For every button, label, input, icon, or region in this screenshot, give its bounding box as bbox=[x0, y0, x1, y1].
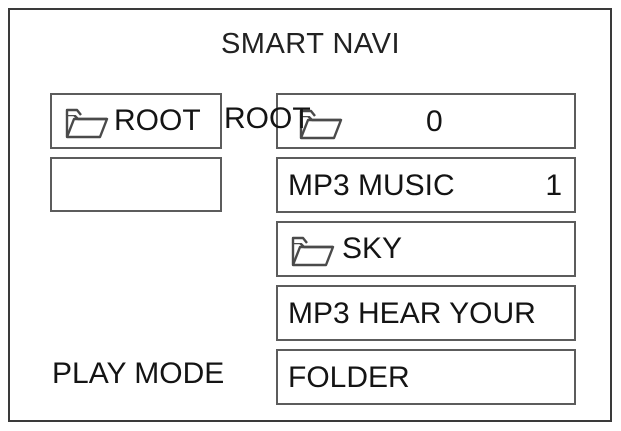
list-item-row-1[interactable]: 0 bbox=[276, 93, 576, 149]
empty-display-box[interactable] bbox=[50, 157, 222, 212]
list-item-row-1-value: 0 bbox=[426, 105, 443, 138]
play-mode-value: FOLDER bbox=[288, 361, 410, 394]
overlapping-root-text: ROOT bbox=[224, 102, 311, 135]
list-item-row-3-label: SKY bbox=[342, 232, 403, 265]
list-item-row-2[interactable]: MP3 MUSIC 1 bbox=[276, 157, 576, 213]
page-title: SMART NAVI bbox=[220, 28, 401, 60]
list-item-row-4[interactable]: MP3 HEAR YOUR bbox=[276, 285, 576, 341]
list-item-row-2-label: MP3 MUSIC bbox=[288, 169, 455, 202]
list-item-row-2-value: 1 bbox=[545, 169, 562, 202]
current-folder-label: ROOT bbox=[114, 104, 201, 137]
folder-icon bbox=[298, 105, 344, 143]
play-mode-label: PLAY MODE bbox=[52, 357, 225, 390]
play-mode-value-box[interactable]: FOLDER bbox=[276, 349, 576, 405]
folder-icon bbox=[290, 232, 336, 270]
current-folder-box[interactable]: ROOT bbox=[50, 93, 222, 149]
list-item-row-4-label: MP3 HEAR YOUR bbox=[288, 297, 536, 330]
folder-icon bbox=[64, 104, 110, 142]
list-item-row-3[interactable]: SKY bbox=[276, 221, 576, 277]
